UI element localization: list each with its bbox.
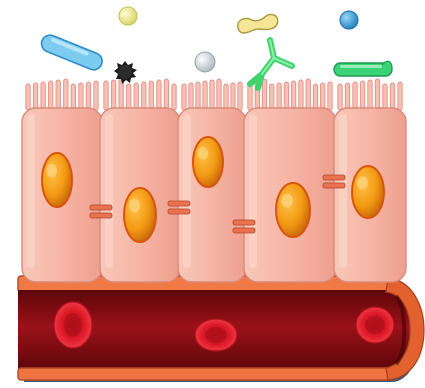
microvillus (56, 80, 60, 110)
microvillus (210, 80, 214, 110)
microvillus (203, 81, 207, 110)
blue-rod-icon (39, 33, 105, 73)
green-rod-icon (334, 61, 392, 76)
cell-highlight (27, 114, 35, 268)
microvillus (360, 81, 364, 110)
green-y-shaped-particle-icon (250, 40, 292, 88)
nucleus (276, 183, 310, 237)
microvillus (306, 79, 310, 110)
microvillus (313, 84, 317, 110)
microvillus (41, 82, 45, 110)
microvillus (71, 84, 75, 110)
microvillus (224, 84, 228, 110)
microvillus (217, 79, 221, 110)
epithelial-cell (334, 79, 406, 282)
vessel-bottom-wall (18, 368, 394, 380)
microvillus (79, 83, 83, 110)
red-blood-cell (54, 302, 92, 348)
microvillus (157, 80, 161, 110)
microvillus (299, 80, 303, 110)
microvillus (26, 84, 30, 110)
nucleus (124, 188, 156, 242)
microvillus (345, 83, 349, 110)
microvillus (49, 81, 53, 110)
microvillus (134, 83, 138, 110)
microvillus (328, 82, 332, 110)
microvillus (284, 82, 288, 110)
microvillus (33, 83, 37, 110)
red-blood-cell (356, 307, 394, 343)
microvillus (338, 84, 342, 110)
microvillus (231, 83, 235, 110)
epithelial-cell (100, 79, 180, 282)
nucleus (352, 166, 384, 218)
yellow-sphere-icon (119, 7, 137, 25)
microvillus (383, 84, 387, 110)
microvillus (189, 83, 193, 110)
microvillus (277, 83, 281, 110)
microvillus (104, 81, 108, 110)
cell-highlight (339, 114, 347, 268)
microvillus (86, 82, 90, 110)
microvillus (291, 81, 295, 110)
microvillus (390, 83, 394, 110)
microvillus (94, 81, 98, 110)
microvillus (127, 84, 131, 110)
cell-highlight (183, 114, 191, 268)
microvillus (182, 84, 186, 110)
black-spiky-particle-icon (114, 61, 137, 84)
epithelial-cell (244, 79, 336, 282)
microvillus (270, 84, 274, 110)
yellow-peanut-particle-icon (238, 14, 278, 33)
white-sphere-icon (195, 52, 215, 72)
microvillus (368, 80, 372, 110)
microvillus (111, 80, 115, 110)
microvillus (142, 82, 146, 110)
microvillus (262, 79, 266, 110)
epithelial-cell-layer (22, 79, 406, 282)
microvillus (321, 83, 325, 110)
microvillus (375, 79, 379, 110)
microvillus (238, 82, 242, 110)
cell-highlight (105, 114, 113, 268)
epithelial-cell (22, 79, 102, 282)
microvillus (119, 79, 123, 110)
microvillus (398, 82, 402, 110)
microvillus (149, 81, 153, 110)
red-blood-cell (195, 319, 237, 351)
cell-highlight (249, 114, 257, 268)
particles (39, 7, 392, 88)
microvillus (172, 84, 176, 110)
nucleus (193, 137, 223, 187)
microvillus (164, 79, 168, 110)
blue-sphere-icon (340, 11, 358, 29)
microvillus (196, 82, 200, 110)
microvillus (64, 79, 68, 110)
epithelial-cell (178, 79, 246, 282)
nucleus (42, 153, 72, 207)
microvillus (353, 82, 357, 110)
blood-vessel (18, 276, 424, 382)
